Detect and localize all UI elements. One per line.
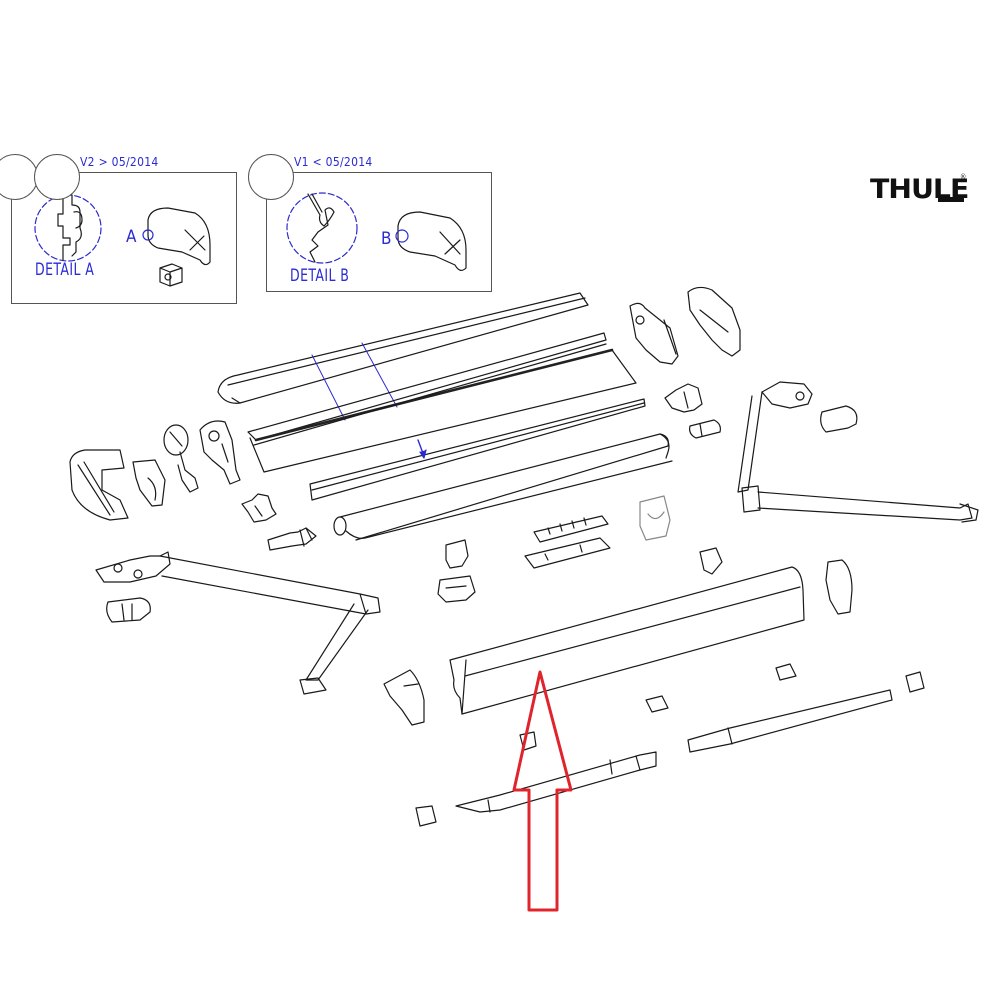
- detail-label-b: DETAIL B: [290, 266, 350, 286]
- left-end-cap: [69, 449, 129, 521]
- detail-a-small-block: [159, 263, 183, 287]
- variant-box-v1: [266, 172, 492, 292]
- variant-box-v2: [11, 172, 237, 304]
- left-support-arm: [95, 551, 381, 695]
- point-label-a: A: [126, 227, 137, 247]
- center-clip-plate: [437, 575, 476, 603]
- left-gear-bracket: [199, 420, 241, 485]
- lower-left-rail: [455, 751, 657, 813]
- lead-rail-profile: [309, 398, 646, 501]
- lower-right-rail: [687, 689, 893, 753]
- rail-strip-lower: [524, 537, 611, 569]
- detail-b-circle: [286, 192, 358, 264]
- callout-circle-3: [248, 154, 294, 200]
- left-arm-clip: [106, 597, 151, 623]
- registered-mark: ®: [960, 173, 967, 181]
- front-cover-right-end-cap: [825, 559, 853, 615]
- detail-label-a: DETAIL A: [35, 260, 95, 280]
- right-mounting-bracket: [664, 383, 703, 413]
- fabric-roller-profile: [247, 332, 637, 473]
- right-drive-shaft: [689, 419, 721, 439]
- right-end-cap: [687, 286, 741, 357]
- lower-left-end-clip: [415, 805, 437, 827]
- top-cover-profile: [217, 292, 589, 404]
- left-end-cap-insert: [132, 459, 166, 507]
- callout-circle-2: [34, 154, 80, 200]
- version-label-v1: V1 < 05/2014: [294, 155, 373, 169]
- thule-logo-underbar: [938, 197, 964, 202]
- right-gear-bracket: [629, 302, 679, 365]
- detail-a-end-cap: [142, 207, 211, 266]
- point-label-b: B: [381, 229, 392, 249]
- center-slider-block: [639, 495, 671, 541]
- left-drive-head: [163, 424, 199, 493]
- front-cover-profile: [449, 566, 805, 715]
- left-drive-shaft: [267, 527, 317, 551]
- lower-right-end-clip: [905, 671, 925, 693]
- callout-circle-1: [0, 154, 38, 200]
- small-bracket: [699, 547, 723, 575]
- detail-b-end-cap: [395, 211, 467, 271]
- version-label-v2: V2 > 05/2014: [80, 155, 159, 169]
- front-cover-left-end-cap: [383, 669, 425, 726]
- center-clip: [445, 539, 469, 569]
- lower-center-clip-right: [775, 663, 797, 681]
- highlight-arrow: [512, 670, 573, 912]
- right-support-arm: [737, 381, 979, 523]
- right-arm-clip: [820, 405, 858, 433]
- rail-strip-upper: [533, 515, 609, 543]
- left-mounting-bracket: [241, 493, 277, 523]
- roller-tube: [333, 433, 673, 541]
- lower-center-clip-middle: [645, 695, 669, 713]
